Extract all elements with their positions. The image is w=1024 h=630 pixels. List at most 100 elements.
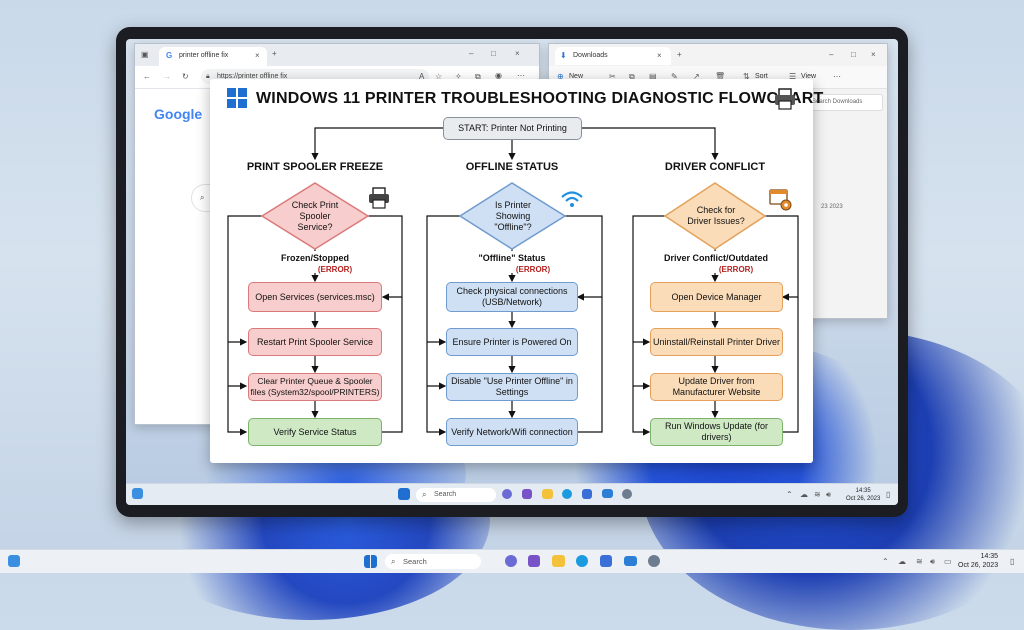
search-icon: ⌕ [391,557,396,566]
file-date: 23 2023 [821,204,843,210]
downloads-folder-icon: ⬇ [560,51,567,60]
driver-settings-icon [769,189,793,211]
start-icon[interactable] [364,555,377,568]
explorer-tab[interactable]: ⬇ Downloads × [555,47,671,65]
close-tab-icon[interactable]: × [255,51,260,60]
status-text-spooler: Frozen/Stopped [281,253,349,263]
notification-icon[interactable]: ▯ [886,490,891,499]
share-icon[interactable]: ↗ [693,72,700,81]
browser-tab[interactable]: G printer offline fix × [159,47,267,66]
settings-icon[interactable] [648,555,660,567]
branch-heading-offline: OFFLINE STATUS [465,161,559,173]
start-node: START: Printer Not Printing [443,117,582,140]
tray-chevron-icon[interactable]: ⌃ [882,557,889,566]
step-spooler-2: Restart Print Spooler Service [248,328,382,356]
search-icon: ⌕ [422,490,427,499]
lock-icon: 🔒︎ [206,73,210,80]
chat-icon[interactable] [502,489,512,499]
back-icon[interactable]: ← [143,72,151,81]
google-logo: Google [154,106,203,122]
tab-actions-icon[interactable]: ▣ [141,50,149,59]
outer-clock[interactable]: 14:35 Oct 26, 2023 [958,552,998,570]
step-spooler-3: Clear Printer Queue & Spooler files (Sys… [248,373,382,401]
maximize-icon[interactable]: □ [851,50,856,59]
branch-heading-driver: DRIVER CONFLICT [664,161,766,173]
favorite-icon[interactable]: ☆ [435,72,443,81]
step-offline-3: Disable "Use Printer Offline" in Setting… [446,373,578,401]
refresh-icon[interactable]: ↻ [182,72,189,81]
edge-icon[interactable] [576,555,588,567]
windows-logo-icon [227,88,247,108]
inner-clock[interactable]: 14:35 Oct 26, 2023 [846,487,880,503]
status-text-driver: Driver Conflict/Outdated [663,253,768,263]
printer-icon [367,187,391,209]
delete-icon[interactable]: 🗑︎ [715,72,726,81]
cut-icon[interactable]: ✂ [609,72,616,81]
reader-icon[interactable]: A [419,72,425,81]
wifi-tray-icon[interactable]: ≋ [916,557,923,566]
extensions-icon[interactable]: ✧ [455,72,462,81]
copy-icon[interactable]: ⧉ [629,72,635,81]
forward-icon[interactable]: → [163,72,171,81]
collections-icon[interactable]: ⧉ [475,72,481,81]
inner-taskbar-search[interactable]: ⌕ Search [416,488,496,502]
step-driver-1: Open Device Manager [650,282,783,312]
tray-chevron-icon[interactable]: ⌃ [786,490,793,499]
add-tab-icon[interactable]: + [272,49,277,58]
widgets-icon[interactable] [132,488,143,499]
outer-taskbar-search[interactable]: ⌕ Search [385,554,481,569]
edge-icon[interactable] [562,489,572,499]
inner-date: Oct 26, 2023 [846,496,881,502]
inner-time: 14:35 [855,488,871,494]
onedrive-icon[interactable]: ☁ [898,557,906,566]
close-tab-icon[interactable]: × [657,51,662,60]
volume-icon[interactable]: 🔊︎ [826,490,832,499]
maximize-icon[interactable]: □ [491,49,496,58]
file-explorer-icon[interactable] [542,489,553,499]
url-text: https://printer offline fix [217,73,288,80]
outer-taskbar: ⌕ Search ⌃ ☁ ≋ 🔊︎ ▭ 14:35 Oct 26, 2023 ▯ [0,549,1024,573]
browser-tab-title: printer offline fix [179,52,229,59]
step-offline-1: Check physical connections (USB/Network) [446,282,578,312]
onedrive-icon[interactable]: ☁ [800,490,808,499]
chat-icon[interactable] [505,555,517,567]
new-button[interactable]: New [569,73,584,80]
wifi-tray-icon[interactable]: ≋ [814,490,821,499]
google-favicon-icon: G [166,51,173,60]
task-view-icon[interactable] [522,489,532,499]
more-icon[interactable]: ⋯ [833,72,841,81]
outer-search-label: Search [403,557,427,566]
widgets-icon[interactable] [8,555,20,567]
file-explorer-icon[interactable] [552,555,565,567]
profile-icon[interactable]: ◉ [495,71,502,80]
new-icon: ⊕ [557,72,564,81]
start-icon[interactable] [398,488,410,500]
close-icon[interactable]: × [871,50,876,59]
battery-icon[interactable]: ▭ [944,557,952,566]
outer-time: 14:35 [980,553,999,560]
rename-icon[interactable]: ✎ [671,72,678,81]
sort-button[interactable]: Sort [755,73,768,80]
settings-icon[interactable] [622,489,632,499]
flowchart-panel: WINDOWS 11 PRINTER TROUBLESHOOTING DIAGN… [210,79,823,463]
close-icon[interactable]: × [515,49,520,58]
paste-icon[interactable]: ▤ [649,72,657,81]
store-icon[interactable] [600,555,612,567]
add-tab-icon[interactable]: + [677,50,682,59]
minimize-icon[interactable]: – [829,50,834,59]
view-button[interactable]: View [801,73,817,80]
mail-icon[interactable] [602,489,613,498]
mail-icon[interactable] [624,556,637,566]
printer-title-icon [773,87,797,111]
volume-icon[interactable]: 🔊︎ [930,557,936,566]
step-driver-4: Run Windows Update (for drivers) [650,418,783,446]
task-view-icon[interactable] [528,555,540,567]
notification-icon[interactable]: ▯ [1010,557,1015,566]
more-icon[interactable]: ⋯ [517,71,525,80]
flowchart-title: WINDOWS 11 PRINTER TROUBLESHOOTING DIAGN… [256,90,824,107]
inner-taskbar: ⌕ Search ⌃ ☁ ≋ 🔊︎ 14:35 Oct 26, 2023 ▯ [126,483,898,505]
decision-text-offline: Is Printer Showing "Offline"? [494,199,532,232]
minimize-icon[interactable]: – [469,49,474,58]
status-text-offline: "Offline" Status [478,253,546,263]
store-icon[interactable] [582,489,592,499]
